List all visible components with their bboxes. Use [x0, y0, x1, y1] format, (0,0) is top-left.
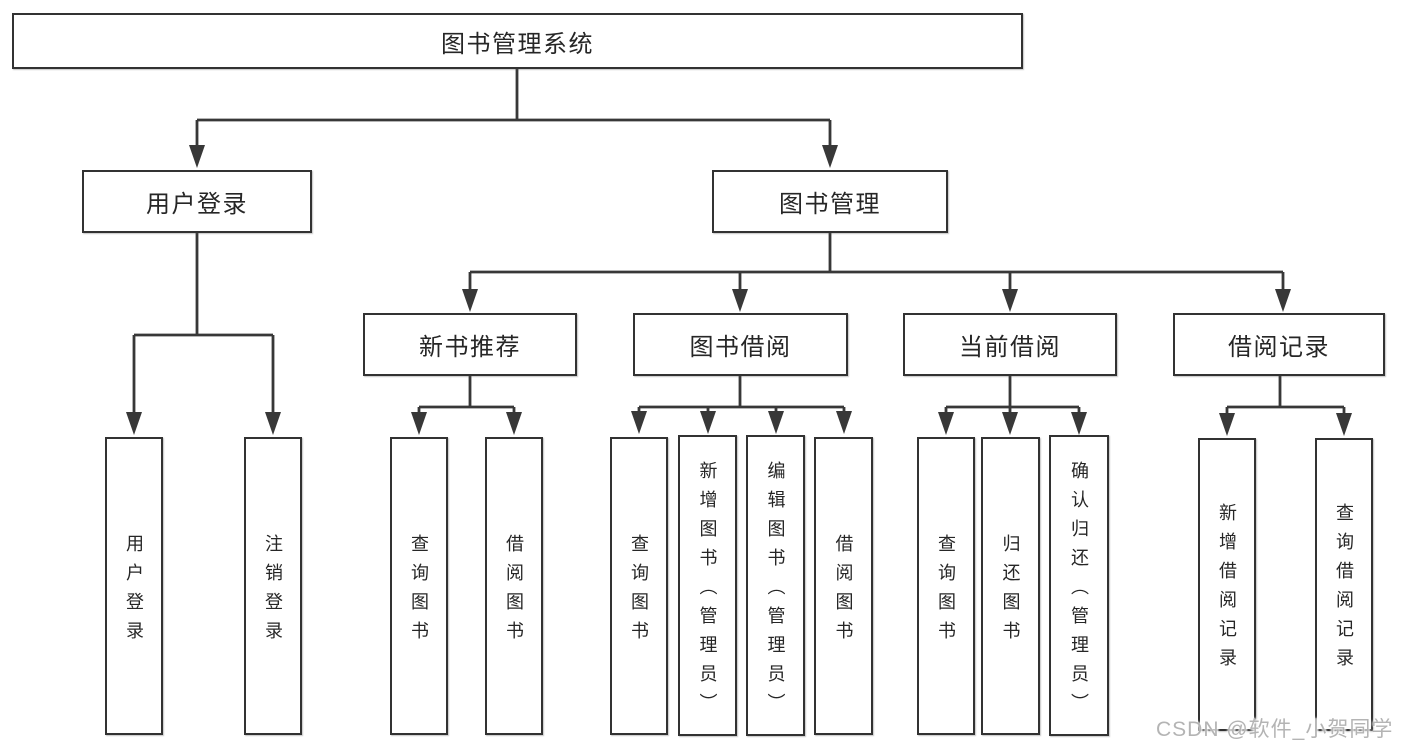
node-book-borrow-label: 图书借阅: [689, 334, 792, 361]
leaf-logout: 注销登录: [244, 437, 302, 735]
node-book-management: 图书管理: [712, 170, 948, 233]
leaf-edit-books-admin: 编辑图书（管理员）: [746, 435, 805, 736]
node-borrow-records-label: 借阅记录: [1228, 334, 1330, 361]
leaf-user-login: 用户登录: [105, 437, 163, 735]
node-current-borrow: 当前借阅: [903, 313, 1117, 376]
leaf-query-books-current: 查询图书: [917, 437, 975, 735]
leaf-confirm-return-admin: 确认归还（管理员）: [1049, 435, 1109, 736]
leaf-query-borrow-record: 查询借阅记录: [1315, 438, 1373, 731]
leaf-borrow-books: 借阅图书: [814, 437, 873, 735]
node-new-book-recommend: 新书推荐: [363, 313, 577, 376]
leaf-query-books-borrow: 查询图书: [610, 437, 668, 735]
node-user-login-label: 用户登录: [146, 191, 248, 218]
node-new-book-recommend-label: 新书推荐: [419, 334, 521, 361]
watermark: CSDN @软件_小贺同学: [1156, 718, 1394, 741]
leaf-query-books-recommend: 查询图书: [390, 437, 448, 735]
node-root: 图书管理系统: [12, 13, 1023, 69]
node-borrow-records: 借阅记录: [1173, 313, 1385, 376]
node-book-management-label: 图书管理: [779, 191, 881, 218]
node-root-label: 图书管理系统: [441, 30, 594, 58]
leaf-borrow-books-recommend: 借阅图书: [485, 437, 543, 735]
node-user-login: 用户登录: [82, 170, 312, 233]
node-book-borrow: 图书借阅: [633, 313, 848, 376]
leaf-add-borrow-record: 新增借阅记录: [1198, 438, 1256, 731]
leaf-return-books: 归还图书: [981, 437, 1040, 735]
node-current-borrow-label: 当前借阅: [959, 334, 1061, 361]
leaf-add-books-admin: 新增图书（管理员）: [678, 435, 737, 736]
